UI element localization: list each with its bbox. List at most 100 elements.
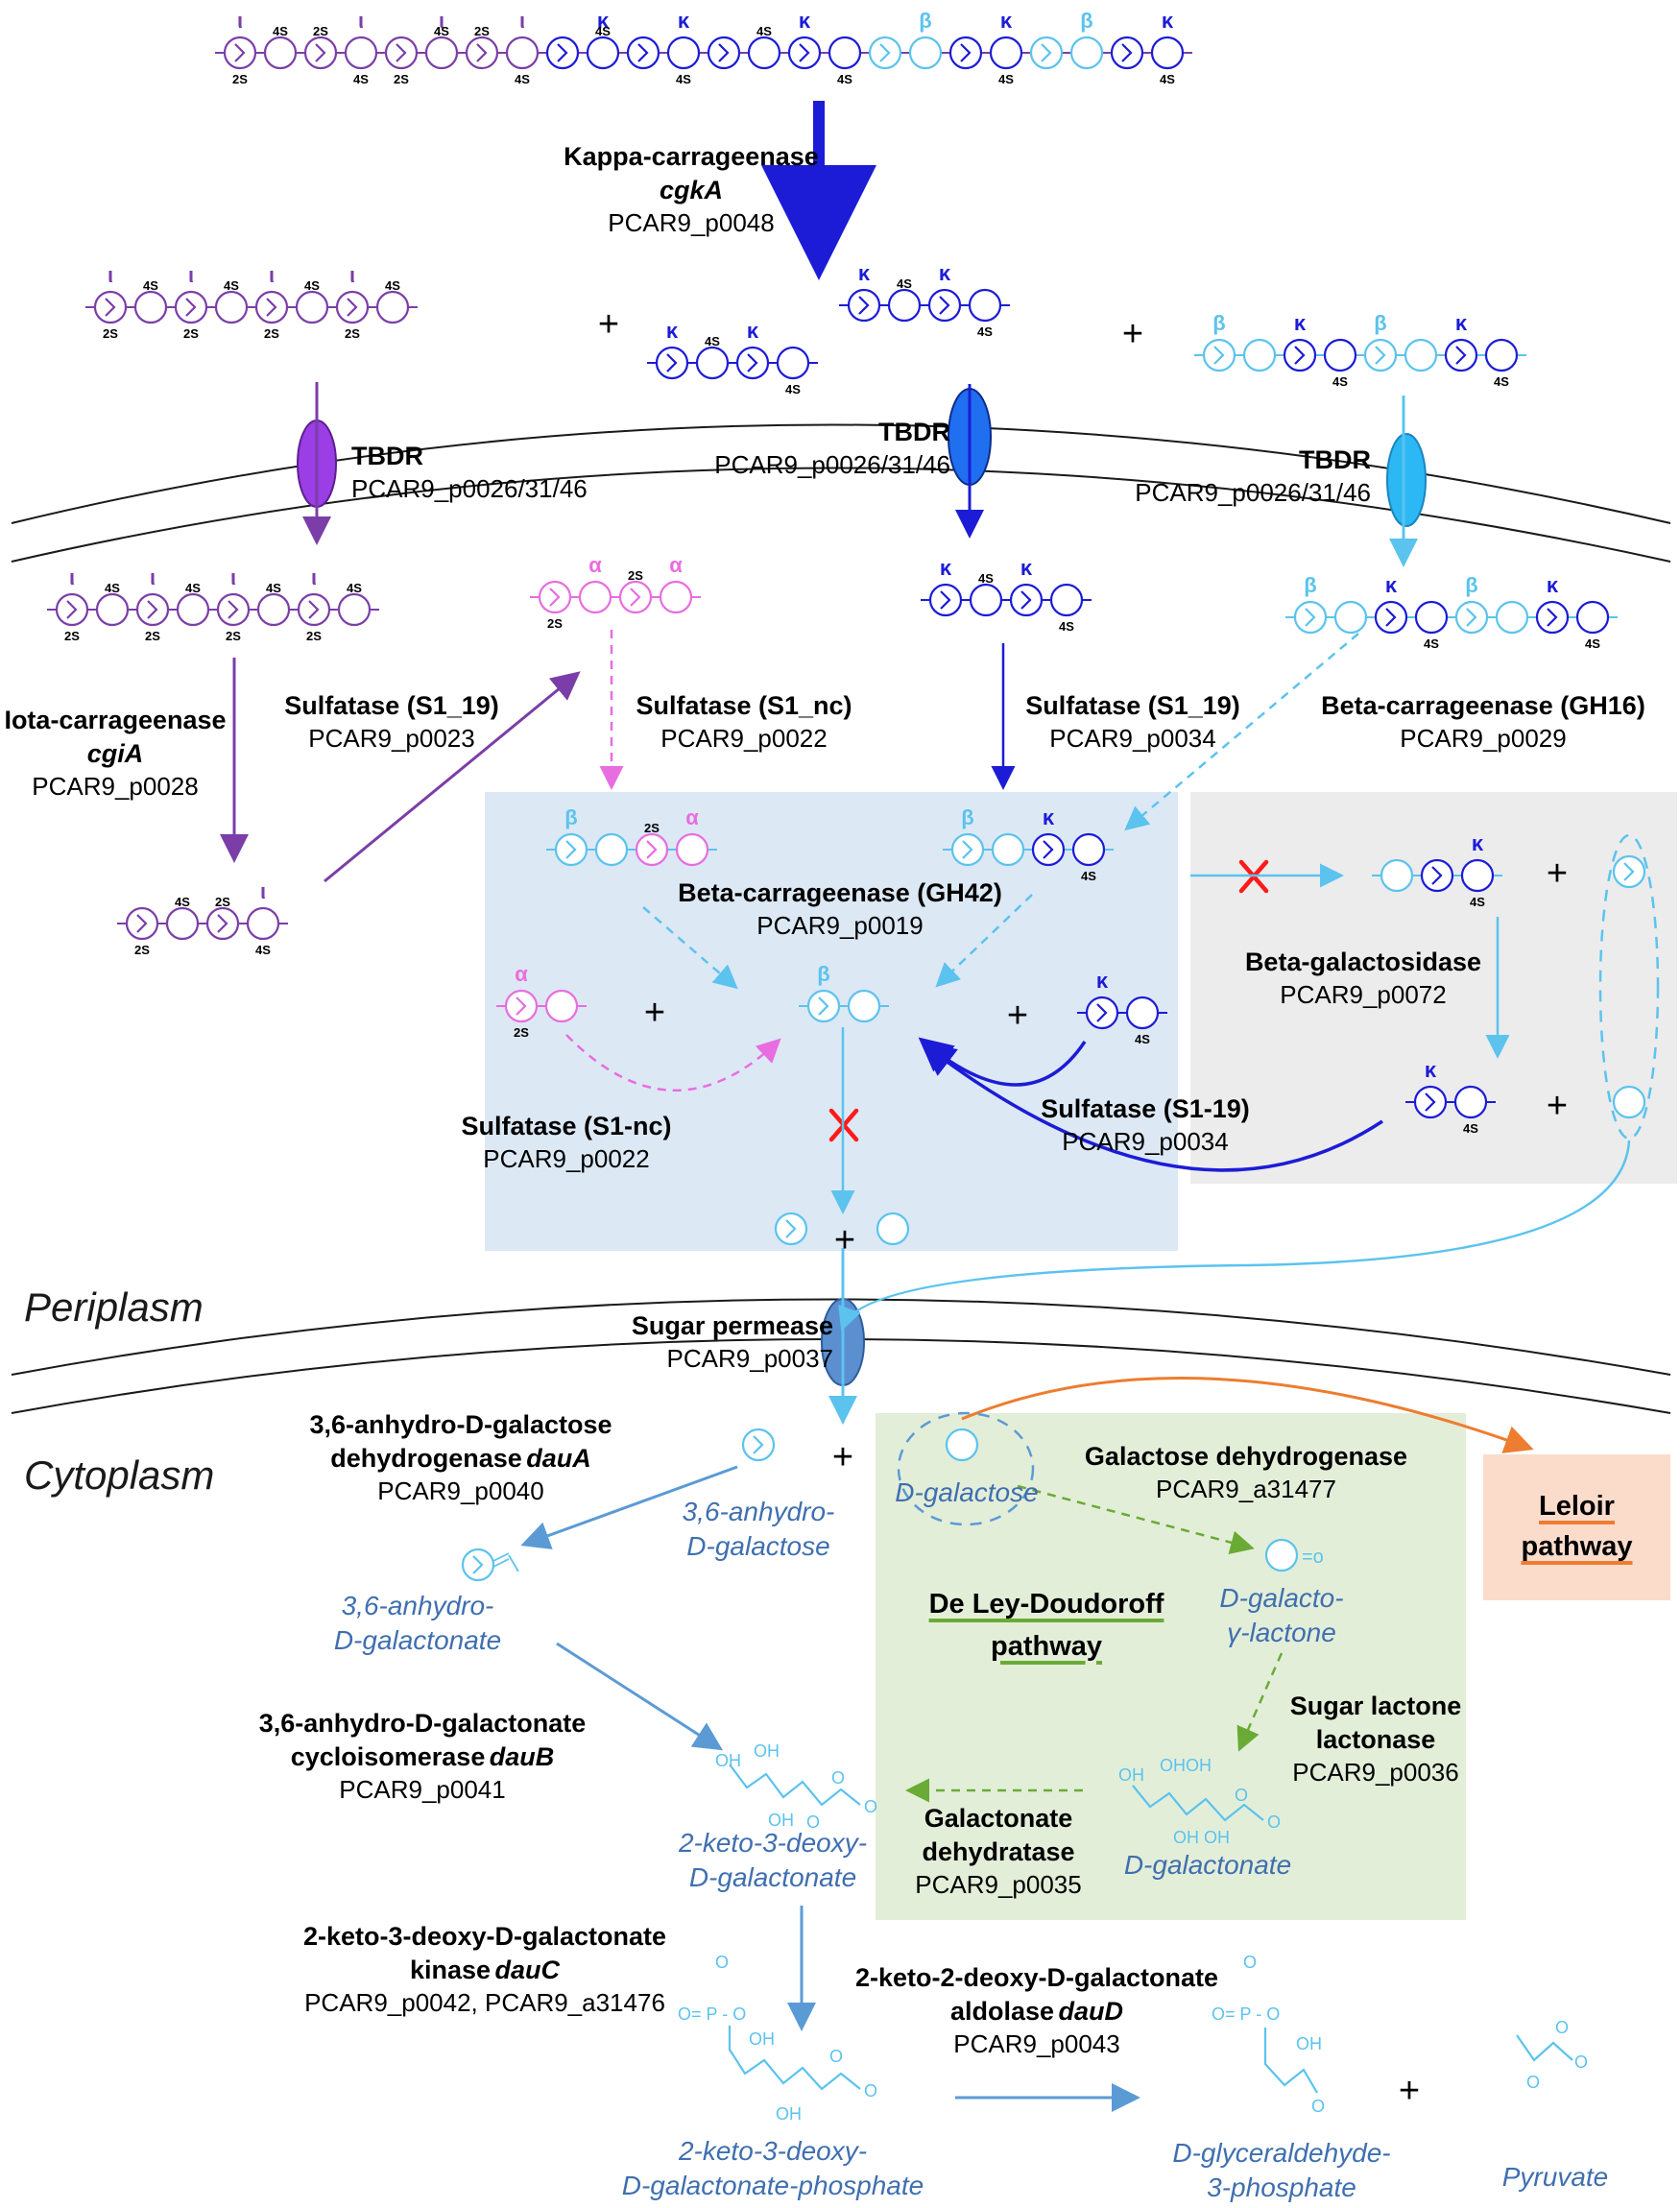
sugar-unit	[1380, 858, 1414, 893]
sugar-unit	[968, 288, 1002, 323]
kdgal-skeleton	[729, 1764, 861, 1807]
sugar-unit	[1202, 338, 1236, 372]
dauC-label: 2-keto-3-deoxy-D-galactonate kinase dauC…	[293, 1920, 677, 2020]
anion-label: O	[1267, 1812, 1281, 1832]
galactose-transport-arrow	[838, 1140, 1631, 1332]
sulfate-label: 4S	[266, 581, 281, 595]
sugar-unit	[125, 906, 159, 941]
sugar-unit	[223, 36, 257, 70]
sulfate-label: 2S	[547, 616, 563, 631]
plus-sign: +	[1547, 853, 1568, 894]
anhydro-bridge	[266, 298, 277, 317]
sugar-unit	[1009, 583, 1044, 617]
sugar-unit	[1125, 996, 1160, 1030]
anhydro-bridge	[66, 600, 78, 619]
sugar-unit	[1374, 600, 1408, 635]
anhydro-bridge	[1294, 346, 1306, 365]
kdgp-label: 2-keto-3-deoxy- D-galactonate-phosphate	[614, 2134, 931, 2204]
anhydro-bridge	[516, 996, 527, 1016]
tbdr-beta-label: TBDR PCAR9_p0026/31/46	[1123, 444, 1371, 510]
sulfate-label: 2S	[134, 943, 150, 957]
sugar-unit	[1495, 600, 1529, 635]
oxo-label: O	[806, 1812, 820, 1832]
sulfate-label: 4S	[897, 276, 912, 291]
dauA-arrow	[520, 1465, 738, 1549]
beta-galactosidase-name: Beta-galactosidase	[1244, 948, 1482, 976]
kdgp-line2: D-galactonate-phosphate	[621, 2171, 924, 2201]
anhydro-bridge	[1096, 1003, 1108, 1022]
ahg-label: 3,6-anhydro- D-galactose	[653, 1495, 864, 1565]
anhydro-bridge	[228, 600, 239, 619]
ahgn-label: 3,6-anhydro- D-galactonate	[307, 1589, 528, 1659]
sugar-unit	[1071, 832, 1106, 867]
oh-label: OH	[776, 2104, 802, 2124]
plus-sign: +	[1007, 996, 1028, 1036]
sugar-unit	[927, 288, 962, 323]
dauD-locus: PCAR9_p0043	[953, 2029, 1120, 2059]
lactonase-line2: lactonase	[1315, 1725, 1436, 1755]
sulfate-label: 4S	[595, 24, 611, 38]
cytoplasm-label: Cytoplasm	[24, 1452, 215, 1498]
anhydro-bridge	[315, 43, 326, 62]
sugar-permease-label: Sugar permease PCAR9_p0037	[564, 1309, 833, 1376]
kappa-disaccharide-gray: κ4S	[1405, 1058, 1496, 1136]
anhydro-bridge	[1466, 608, 1477, 627]
sugar-unit	[1413, 1085, 1448, 1119]
anhydro-bridge	[1043, 840, 1054, 859]
sulfate-label: 2S	[232, 72, 248, 86]
oh-label: OHOH	[1160, 1756, 1212, 1775]
sugar-unit	[1414, 600, 1449, 635]
sugar-unit	[344, 36, 378, 70]
sugar-unit	[538, 580, 572, 614]
periplasm-label: Periplasm	[24, 1284, 204, 1330]
g3p-line2: 3-phosphate	[1207, 2172, 1356, 2203]
dauA-locus: PCAR9_p0040	[377, 1476, 544, 1506]
dauD-line2: aldolase	[949, 1997, 1055, 2027]
g3p-label: D-glyceraldehyde- 3-phosphate	[1157, 2136, 1406, 2206]
sugar-unit	[776, 346, 810, 380]
anhydro-bridge	[858, 296, 870, 315]
dauB-locus: PCAR9_p0041	[339, 1775, 506, 1805]
iota-carrageenase-locus: PCAR9_p0028	[32, 772, 199, 802]
unit-symbol: ι	[358, 9, 364, 33]
leloir-arrow	[961, 1377, 1534, 1453]
sulfate-label: 2S	[264, 326, 279, 341]
unit-symbol: β	[1212, 311, 1225, 335]
kappa-carrageenase-label: Kappa-carrageenase cgkA PCAR9_p0048	[533, 140, 850, 240]
sulfate-label: 2S	[474, 24, 490, 38]
dauD-label: 2-keto-2-deoxy-D-galactonate aldolase da…	[845, 1961, 1229, 2061]
sugar-unit	[887, 288, 922, 323]
unit-symbol: β	[817, 962, 829, 986]
ahgn-structure	[461, 1548, 495, 1582]
sugar-unit	[1460, 858, 1495, 893]
dauC-gene: dauC	[494, 1956, 561, 1985]
anhydro-bridge	[1425, 1092, 1436, 1112]
sugar-unit	[465, 36, 499, 70]
oxo-label: O	[831, 1768, 845, 1788]
anhydro-bridge	[185, 298, 197, 317]
oh-label: OH OH	[1173, 1828, 1230, 1847]
sulfatase-s1-19-iota-label: Sulfatase (S1_19) PCAR9_p0023	[276, 689, 507, 756]
sugar-unit	[216, 592, 251, 627]
anhydro-bridge	[1547, 608, 1558, 627]
sugar-unit	[1484, 338, 1519, 372]
anhydro-bridge	[879, 43, 891, 62]
sulfate-label: 2S	[183, 326, 199, 341]
unit-symbol: κ	[666, 319, 679, 343]
anhydro-bridge	[1385, 608, 1397, 627]
plus-sign: +	[598, 304, 619, 345]
sulfate-label: 4S	[1585, 636, 1600, 651]
sugar-unit	[93, 290, 128, 324]
beta-carrageenase-gh42-locus: PCAR9_p0019	[756, 911, 924, 941]
kappa-carrageenase-locus: PCAR9_p0048	[608, 208, 775, 238]
unit-symbol: ι	[188, 263, 194, 287]
pyruvate-skeleton	[1516, 2034, 1573, 2062]
anhydro-bridge	[557, 43, 568, 62]
dauD-gene: dauD	[1058, 1997, 1124, 2027]
unit-symbol: κ	[1020, 556, 1033, 580]
